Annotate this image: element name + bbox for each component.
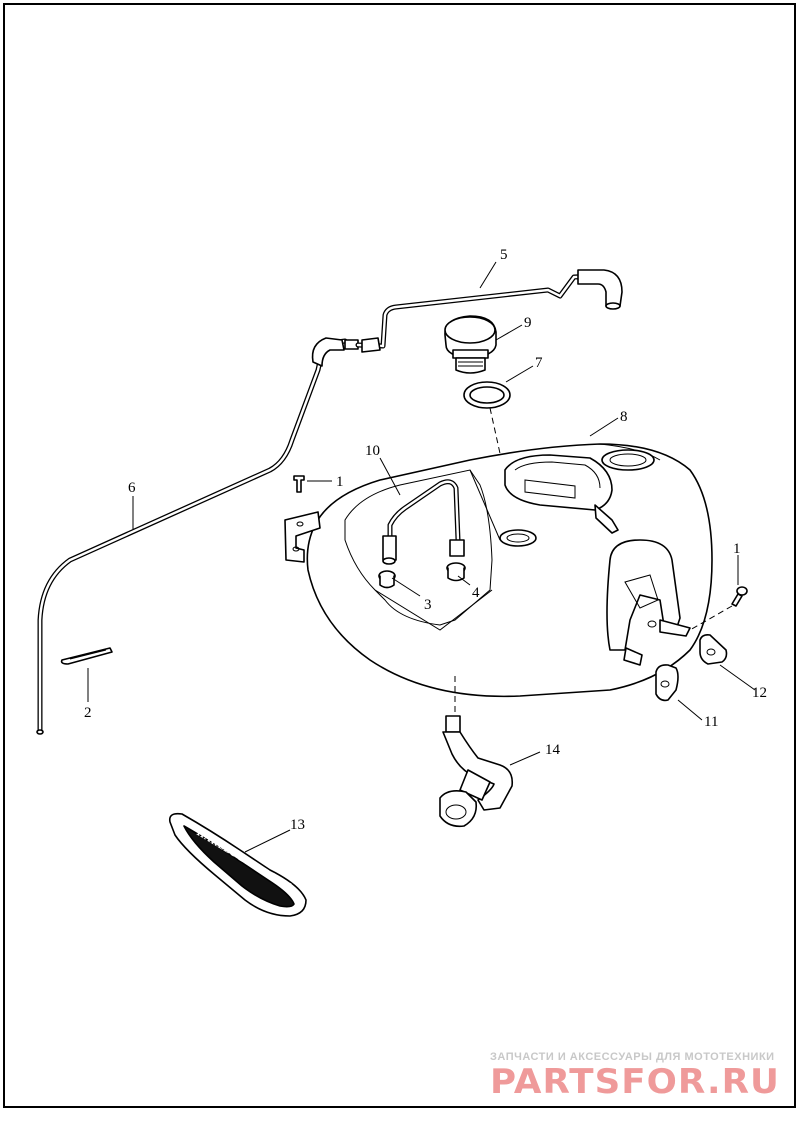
callout-13: 13 [290,817,305,833]
vent-tube-5 [311,269,623,367]
callout-8: 8 [620,409,628,425]
watermark: ЗАПЧАСТИ И АКСЕССУАРЫ ДЛЯ МОТОТЕХНИКИ PA… [490,1051,780,1102]
rear-screw-axis-line [689,605,733,631]
callout-3: 3 [424,597,432,613]
leader-lines [87,261,756,853]
callout-1-front: 1 [336,474,344,490]
watermark-logo: PARTSFOR.RU [490,1062,780,1102]
callout-12: 12 [752,685,767,701]
mount-clip-12 [699,634,728,665]
callout-5: 5 [500,247,508,263]
fitting-3 [378,570,396,589]
callout-9: 9 [524,315,532,331]
cable-strap-2 [60,647,113,665]
callout-6: 6 [128,480,136,496]
screw-1-front [293,475,305,493]
front-mount-bracket [284,511,321,563]
tank-badge-13: HARLEY-DAVIDSON [168,812,307,917]
mount-clip-11 [655,664,679,702]
fuel-tank-8 [306,443,713,698]
cap-gasket-7 [463,381,511,409]
callout-11: 11 [704,714,718,730]
fuel-line-10 [382,479,465,565]
crossover-hose-14 [439,715,514,828]
callout-1-rear: 1 [733,541,741,557]
callout-14: 14 [545,742,561,758]
callout-2: 2 [84,705,92,721]
vent-hose-6 [36,338,348,735]
callout-10: 10 [365,443,380,459]
fitting-4 [446,562,466,582]
diagram-frame [3,3,796,1108]
fuel-cap-9 [444,315,497,374]
watermark-tagline: ЗАПЧАСТИ И АКСЕССУАРЫ ДЛЯ МОТОТЕХНИКИ [490,1051,775,1063]
screw-1-rear [731,586,748,607]
callout-numbers: 1 1 2 3 4 5 6 7 8 9 10 11 12 13 14 [84,247,767,833]
callout-4: 4 [472,585,480,601]
callout-7: 7 [535,355,543,371]
